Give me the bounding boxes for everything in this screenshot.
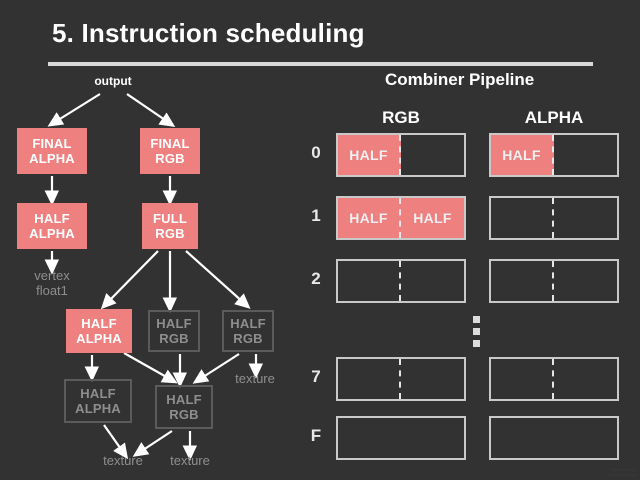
node-line1: HALF — [81, 316, 117, 331]
slot-alpha-f[interactable] — [489, 416, 619, 460]
slot-alpha-7[interactable] — [489, 357, 619, 401]
slot-half-left[interactable]: HALF — [338, 198, 401, 238]
title-divider — [48, 62, 593, 66]
slot-half-left[interactable] — [338, 418, 401, 458]
node-line2: ALPHA — [29, 151, 75, 166]
slot-half-left[interactable] — [491, 418, 554, 458]
node-half-alpha-2[interactable]: HALF ALPHA — [66, 309, 132, 353]
node-line1: HALF — [156, 316, 192, 331]
slot-alpha-1[interactable] — [489, 196, 619, 240]
watermark: NVIDIA 2001 © 2001, NVIDIA — [607, 467, 636, 477]
slot-half-right[interactable] — [401, 359, 464, 399]
slot-half-left[interactable]: HALF — [338, 135, 401, 175]
node-line1: HALF — [166, 392, 202, 407]
row-label-2: 2 — [311, 269, 321, 288]
leaf-texture-left: texture — [103, 453, 143, 468]
node-full-rgb[interactable]: FULL RGB — [142, 203, 198, 249]
node-line1: HALF — [80, 386, 116, 401]
node-line1: FINAL — [32, 136, 72, 151]
slot-half-right[interactable] — [554, 261, 617, 301]
row-label-0: 0 — [311, 143, 321, 162]
slot-rgb-7[interactable] — [336, 357, 466, 401]
row-label-f: F — [310, 426, 322, 445]
node-final-rgb[interactable]: FINAL RGB — [140, 128, 200, 174]
row-label-7: 7 — [311, 367, 321, 386]
ellipsis-dot — [473, 340, 480, 347]
node-half-rgb-3[interactable]: HALF RGB — [155, 385, 213, 429]
leaf-line2: float1 — [36, 283, 68, 298]
slot-rgb-2[interactable] — [336, 259, 466, 303]
node-final-alpha[interactable]: FINAL ALPHA — [17, 128, 87, 174]
slot-half-right[interactable] — [554, 135, 617, 175]
ellipsis-dot — [473, 328, 480, 335]
node-line2: RGB — [155, 151, 185, 166]
node-half-alpha-3[interactable]: HALF ALPHA — [64, 379, 132, 423]
slot-half-left[interactable] — [338, 261, 401, 301]
slot-half-left[interactable] — [491, 198, 554, 238]
leaf-line1: vertex — [34, 268, 70, 283]
node-line2: ALPHA — [29, 226, 75, 241]
leaf-texture-right: texture — [235, 371, 275, 386]
node-line1: FINAL — [150, 136, 190, 151]
combiner-pipeline-title: Combiner Pipeline — [385, 70, 535, 89]
node-half-rgb-1[interactable]: HALF RGB — [148, 310, 200, 352]
slot-half-left[interactable] — [491, 359, 554, 399]
node-line2: RGB — [169, 407, 199, 422]
column-header-alpha: ALPHA — [524, 108, 584, 127]
slot-rgb-1[interactable]: HALF HALF — [336, 196, 466, 240]
row-label-1: 1 — [311, 206, 321, 225]
slot-half-right[interactable] — [554, 359, 617, 399]
slot-half-left[interactable] — [338, 359, 401, 399]
node-line1: HALF — [230, 316, 266, 331]
slot-half-right[interactable] — [401, 135, 464, 175]
slot-alpha-2[interactable] — [489, 259, 619, 303]
slot-half-right[interactable] — [554, 418, 617, 458]
node-line2: RGB — [233, 331, 263, 346]
node-line2: ALPHA — [75, 401, 121, 416]
slot-half-right[interactable]: HALF — [401, 198, 464, 238]
slot-alpha-0[interactable]: HALF — [489, 133, 619, 177]
node-line1: FULL — [152, 211, 187, 226]
graph-root-label: output — [94, 74, 132, 88]
slot-half-right[interactable] — [401, 261, 464, 301]
slot-rgb-0[interactable]: HALF — [336, 133, 466, 177]
slot-half-right[interactable] — [554, 198, 617, 238]
column-header-rgb: RGB — [382, 108, 420, 127]
slot-rgb-f[interactable] — [336, 416, 466, 460]
node-half-alpha-1[interactable]: HALF ALPHA — [17, 203, 87, 249]
node-half-rgb-2[interactable]: HALF RGB — [222, 310, 274, 352]
node-line1: HALF — [34, 211, 70, 226]
leaf-vertex-float1: vertex float1 — [18, 268, 86, 298]
node-line2: ALPHA — [76, 331, 122, 346]
node-line2: RGB — [155, 226, 185, 241]
ellipsis-dot — [473, 316, 480, 323]
slot-half-right[interactable] — [401, 418, 464, 458]
leaf-texture-center: texture — [170, 453, 210, 468]
vertical-ellipsis-icon — [473, 316, 480, 352]
slot-half-left[interactable]: HALF — [491, 135, 554, 175]
slot-half-left[interactable] — [491, 261, 554, 301]
node-line2: RGB — [159, 331, 189, 346]
page-title: 5. Instruction scheduling — [52, 18, 365, 48]
